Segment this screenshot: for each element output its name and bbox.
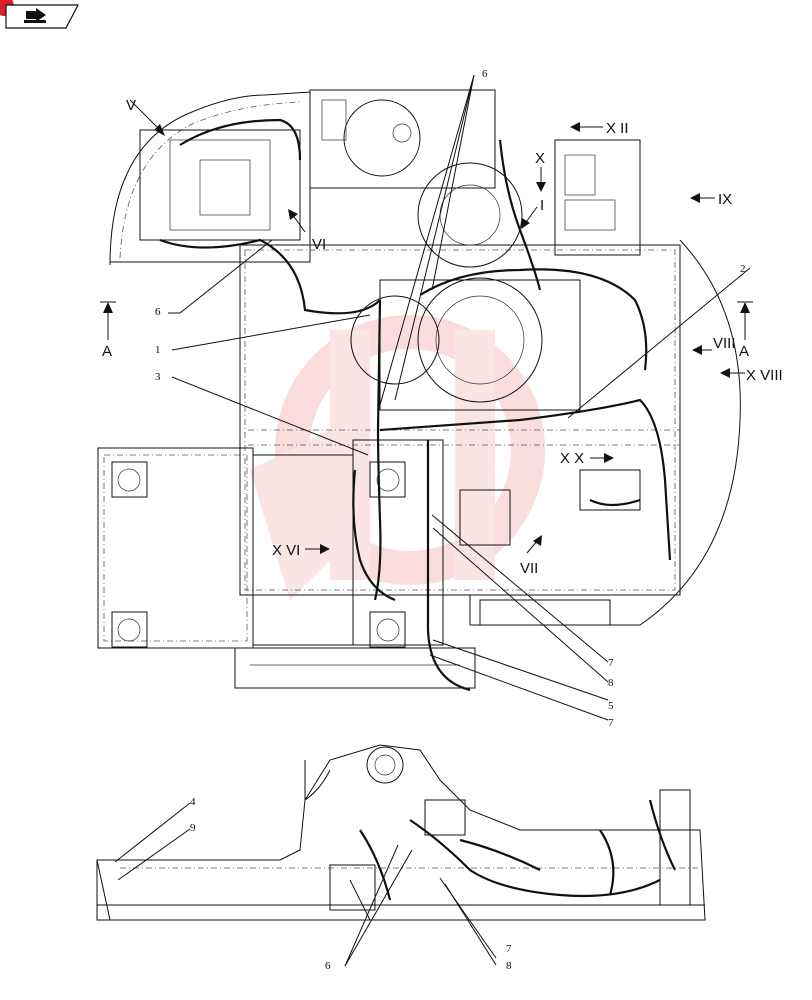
watermark-logo <box>250 315 545 600</box>
view-label-xviii: X VIII <box>746 367 783 384</box>
callout-4: 4 <box>190 796 196 808</box>
view-label-viii: VIII <box>713 335 736 352</box>
callout-6-top: 6 <box>482 68 488 80</box>
nav-toolbar <box>0 0 79 29</box>
view-label-ix: IX <box>718 191 732 208</box>
machine-top-view <box>97 89 741 692</box>
section-label-a-right: A <box>739 343 749 360</box>
view-label-vi: VI <box>312 236 326 253</box>
view-label-xvi: X VI <box>272 542 300 559</box>
machine-side-view <box>96 744 706 967</box>
callout-7-top: 7 <box>608 657 614 669</box>
callout-8-top: 8 <box>608 677 614 689</box>
callout-9: 9 <box>190 822 196 834</box>
callout-3: 3 <box>155 371 161 383</box>
callout-7-lower: 7 <box>608 717 614 729</box>
view-label-xx: X X <box>560 450 584 467</box>
top-view-leaders <box>100 74 753 721</box>
callout-6-bottom: 6 <box>325 960 331 972</box>
view-label-xii: X II <box>606 120 629 137</box>
callout-1: 1 <box>155 344 161 356</box>
callout-2: 2 <box>740 263 746 275</box>
back-arrow-icon[interactable] <box>24 8 46 23</box>
section-label-a-left: A <box>102 343 112 360</box>
view-label-vii: VII <box>520 560 538 577</box>
callout-5: 5 <box>608 700 614 712</box>
view-label-v: V <box>126 97 136 114</box>
view-label-x: X <box>535 150 545 167</box>
callout-6-left: 6 <box>155 306 161 318</box>
view-label-i: I <box>540 197 544 214</box>
callout-7-bottom: 7 <box>506 943 512 955</box>
callout-8-bottom: 8 <box>506 960 512 972</box>
